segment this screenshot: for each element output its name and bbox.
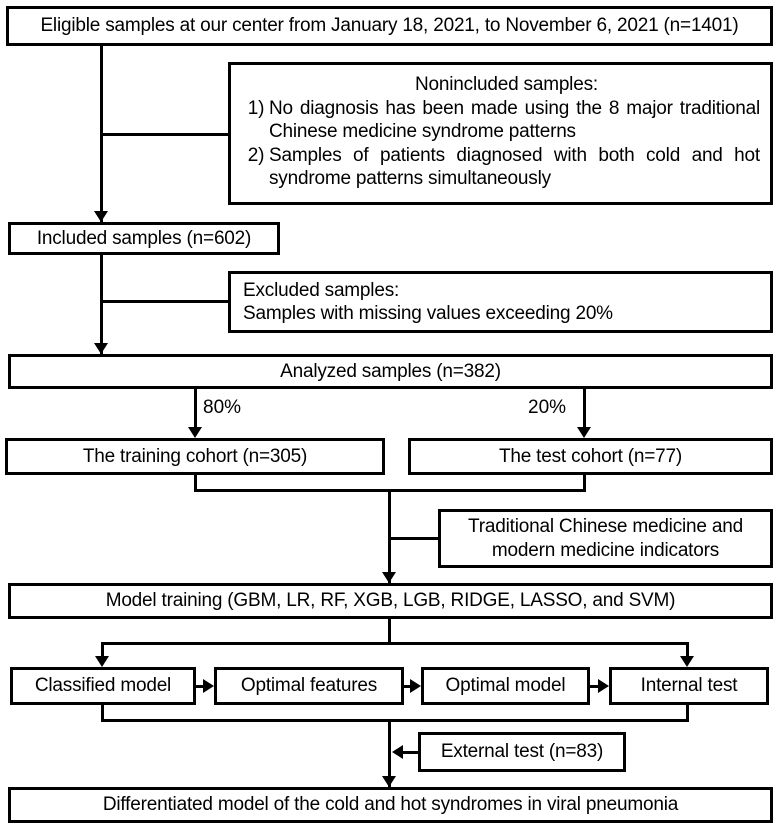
connector-trunk-to-nonincluded [100, 133, 230, 136]
node-external-test-label: External test (n=83) [440, 741, 604, 763]
connector-model-training-down [388, 619, 391, 644]
connector-bus-to-final [388, 719, 391, 787]
edge-label-test-split: 20% [528, 397, 567, 418]
list-marker-1: 1) [247, 98, 265, 120]
node-included-samples: Included samples (n=602) [8, 222, 280, 255]
node-nonincluded-item-1: 1) No diagnosis has been made using the … [243, 97, 760, 143]
connector-bus-to-internal-test [686, 642, 689, 659]
connector-test-down [583, 475, 586, 492]
connector-bus-to-classified [101, 642, 104, 659]
connector-internal-test-down [686, 705, 689, 722]
arrowhead-features-to-optimal-model [410, 679, 421, 693]
arrowhead-optimal-model-to-internal-test [598, 679, 609, 693]
connector-merge-to-model-training [388, 489, 391, 583]
node-analyzed-samples-label: Analyzed samples (n=382) [280, 360, 501, 382]
node-optimal-model-label: Optimal model [445, 675, 566, 697]
arrowhead-classified-to-features [203, 679, 214, 693]
node-model-training-label: Model training (GBM, LR, RF, XGB, LGB, R… [105, 590, 676, 612]
connector-classified-to-features [196, 685, 205, 688]
arrowhead-bus-to-final [382, 776, 396, 787]
node-nonincluded-item-2: 2) Samples of patients diagnosed with bo… [243, 144, 760, 190]
node-excluded-samples: Excluded samples: Samples with missing v… [228, 271, 773, 333]
arrowhead-external-test-to-trunk [392, 745, 403, 759]
node-model-training: Model training (GBM, LR, RF, XGB, LGB, R… [8, 583, 773, 619]
arrowhead-analyzed-to-training [188, 427, 202, 438]
node-optimal-features-label: Optimal features [240, 675, 378, 697]
node-final-model-label: Differentiated model of the cold and hot… [102, 794, 679, 816]
node-external-test: External test (n=83) [418, 732, 626, 772]
node-optimal-model: Optimal model [421, 667, 590, 705]
connector-external-test-to-trunk [403, 751, 421, 754]
node-training-cohort-label: The training cohort (n=305) [82, 445, 308, 467]
node-classified-model: Classified model [10, 667, 196, 705]
connector-training-down [194, 475, 197, 492]
connector-analyzed-to-training [194, 389, 197, 429]
node-test-cohort-label: The test cohort (n=77) [498, 445, 683, 467]
node-internal-test: Internal test [609, 667, 769, 705]
edge-label-train-split: 80% [203, 397, 242, 418]
node-eligible-samples-label: Eligible samples at our center from Janu… [40, 15, 739, 37]
node-nonincluded-samples: Nonincluded samples: 1) No diagnosis has… [228, 62, 773, 205]
arrowhead-bus-to-internal-test [680, 656, 694, 667]
list-text-1: No diagnosis has been made using the 8 m… [269, 98, 760, 143]
node-internal-test-label: Internal test [640, 675, 738, 697]
list-marker-2: 2) [247, 144, 265, 166]
node-eligible-samples: Eligible samples at our center from Janu… [6, 6, 773, 46]
connector-included-to-analyzed [100, 255, 103, 354]
connector-features-to-optimal-model [404, 685, 412, 688]
connector-model-training-bus [101, 642, 689, 645]
connector-model-row-return-bus [101, 719, 689, 722]
connector-trunk-to-indicators [388, 537, 440, 540]
node-final-model: Differentiated model of the cold and hot… [8, 787, 773, 823]
arrowhead-merge-to-model-training [382, 572, 396, 583]
arrowhead-bus-to-classified [95, 656, 109, 667]
node-excluded-line-1: Excluded samples: [243, 279, 400, 301]
node-nonincluded-header: Nonincluded samples: [415, 74, 598, 95]
arrowhead-included-to-analyzed [94, 343, 108, 354]
node-indicators: Traditional Chinese medicine and modern … [438, 509, 773, 568]
node-training-cohort: The training cohort (n=305) [5, 438, 385, 475]
connector-trunk-to-excluded [100, 300, 230, 303]
node-test-cohort: The test cohort (n=77) [408, 438, 773, 475]
node-analyzed-samples: Analyzed samples (n=382) [8, 354, 773, 389]
node-optimal-features: Optimal features [214, 667, 404, 705]
node-classified-model-label: Classified model [34, 675, 172, 697]
connector-optimal-model-to-internal-test [590, 685, 600, 688]
arrowhead-analyzed-to-test [577, 427, 591, 438]
arrowhead-eligible-to-included [94, 211, 108, 222]
node-indicators-line-1: Traditional Chinese medicine and [468, 516, 743, 538]
node-indicators-line-2: modern medicine indicators [491, 539, 720, 561]
node-included-samples-label: Included samples (n=602) [36, 227, 252, 249]
connector-classified-down [101, 705, 104, 722]
node-excluded-line-2: Samples with missing values exceeding 20… [243, 303, 613, 324]
list-text-2: Samples of patients diagnosed with both … [269, 144, 760, 189]
connector-analyzed-to-test [583, 389, 586, 429]
